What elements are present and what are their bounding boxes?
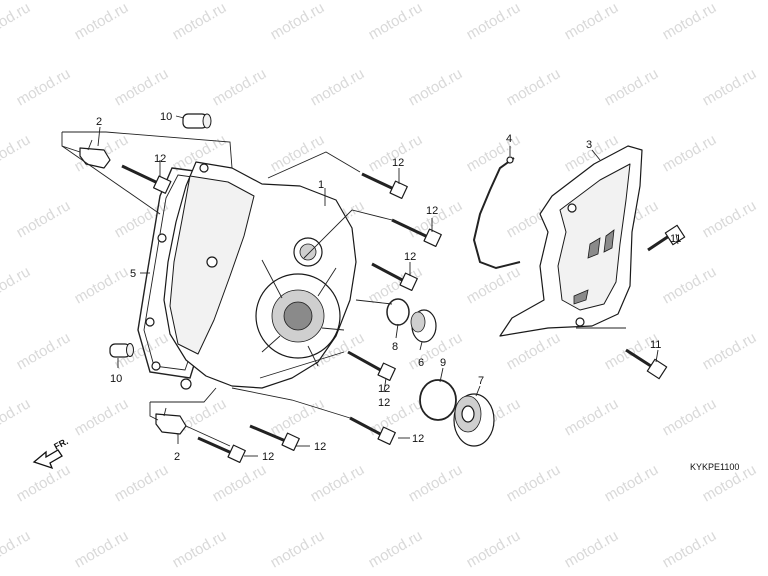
watermark-text: motod.ru (602, 65, 662, 109)
diagram-code: KYKPE1100 (690, 462, 739, 472)
watermark-text: motod.ru (210, 65, 270, 109)
watermark-text: motod.ru (268, 527, 328, 571)
watermark-text: motod.ru (504, 65, 564, 109)
watermark-text: motod.ru (210, 461, 270, 505)
watermark-text: motod.ru (366, 263, 426, 307)
watermark-text: motod.ru (660, 395, 720, 439)
watermark-text: motod.ru (308, 461, 368, 505)
part-3-sprocket-cover (499, 145, 643, 337)
callout-12-lower-right: 12 (412, 433, 424, 445)
part-11-bolt-upper (647, 224, 686, 252)
watermark-layer: motod.ru motod.ru motod.ru motod.ru motod.ru… (0, 0, 759, 571)
part-6-cap (410, 309, 437, 343)
callout-12-bottom-center: 12 (314, 441, 326, 453)
watermark-text: motod.ru (464, 131, 524, 175)
callout-5: 5 (130, 268, 136, 280)
watermark-text: motod.ru (366, 527, 426, 571)
watermark-text: motod.ru (464, 263, 524, 307)
callout-10-lower: 10 (110, 373, 122, 385)
watermark-text: motod.ru (700, 65, 760, 109)
watermark-text: motod.ru (170, 527, 230, 571)
watermark-text: motod.ru (0, 395, 33, 439)
watermark-text: motod.ru (170, 0, 230, 43)
callout-12-left-upper: 12 (154, 153, 166, 165)
watermark-text: motod.ru (660, 527, 720, 571)
callout-10-upper: 10 (160, 111, 172, 123)
watermark-text: motod.ru (72, 395, 132, 439)
watermark-text: motod.ru (504, 461, 564, 505)
callout-12-right-top: 12 (392, 157, 404, 169)
part-9-o-ring (419, 379, 457, 421)
watermark-text: motod.ru (660, 0, 720, 43)
watermark-text: motod.ru (14, 461, 74, 505)
part-1-left-crankcase-cover (145, 161, 357, 390)
part-10-dowel-pin-lower (109, 343, 134, 358)
callout-1: 1 (318, 179, 324, 191)
front-arrow-icon (32, 449, 63, 470)
watermark-text: motod.ru (562, 527, 622, 571)
watermark-text: motod.ru (72, 263, 132, 307)
watermark-text: motod.ru (268, 0, 328, 43)
part-7-plug (453, 393, 495, 447)
callout-12-lower-mid: 12 (378, 397, 390, 409)
watermark-text: motod.ru (0, 0, 33, 43)
callout-2-lower: 2 (174, 451, 180, 463)
callout-12-bottom-left: 12 (262, 451, 274, 463)
watermark-text: motod.ru (562, 0, 622, 43)
part-8-o-ring (386, 298, 410, 326)
part-11-bolt-lower (625, 348, 668, 380)
callout-11-upper: 11 (670, 233, 681, 245)
part-12-bolts (121, 164, 442, 463)
part-2-clamp-upper (79, 139, 111, 169)
watermark-text: motod.ru (504, 329, 564, 373)
watermark-text: motod.ru (112, 65, 172, 109)
callout-8: 8 (392, 341, 398, 353)
watermark-text: motod.ru (0, 131, 33, 175)
watermark-text: motod.ru (602, 461, 662, 505)
watermark-text: motod.ru (406, 65, 466, 109)
watermark-text: motod.ru (72, 0, 132, 43)
callout-2-upper: 2 (96, 116, 102, 128)
watermark-text: motod.ru (660, 263, 720, 307)
part-10-dowel-pin-upper (182, 113, 212, 129)
watermark-text: motod.ru (562, 395, 622, 439)
watermark-text: motod.ru (14, 197, 74, 241)
leader-lines (61, 115, 679, 457)
callout-4: 4 (506, 133, 512, 145)
callout-12-mid: 12 (378, 383, 390, 395)
callout-11-lower: 11 (650, 339, 661, 351)
part-2-clamp-lower (155, 407, 187, 435)
watermark-text: motod.ru (0, 527, 33, 571)
watermark-text: motod.ru (464, 527, 524, 571)
watermark-text: motod.ru (366, 0, 426, 43)
watermark-text: motod.ru (406, 461, 466, 505)
watermark-text: motod.ru (14, 329, 74, 373)
watermark-text: motod.ru (112, 461, 172, 505)
watermark-text: motod.ru (72, 527, 132, 571)
callout-6: 6 (418, 357, 424, 369)
callout-7: 7 (478, 375, 484, 387)
callout-12-right-second: 12 (426, 205, 438, 217)
callout-12-right-third: 12 (404, 251, 416, 263)
watermark-text: motod.ru (464, 0, 524, 43)
watermark-text: motod.ru (700, 329, 760, 373)
callout-9: 9 (440, 357, 446, 369)
watermark-text: motod.ru (0, 263, 33, 307)
watermark-text: motod.ru (308, 65, 368, 109)
callout-3: 3 (586, 139, 592, 151)
watermark-text: motod.ru (700, 197, 760, 241)
part-4-wire-clip (472, 157, 521, 270)
watermark-text: motod.ru (268, 131, 328, 175)
part-4-clip-eye (506, 156, 514, 164)
front-label: FR. (52, 436, 69, 452)
callout-labels: 1 2 2 3 4 5 6 7 8 9 10 10 11 11 12 12 12… (96, 111, 681, 463)
watermark-text: motod.ru (14, 65, 74, 109)
watermark-text: motod.ru (660, 131, 720, 175)
